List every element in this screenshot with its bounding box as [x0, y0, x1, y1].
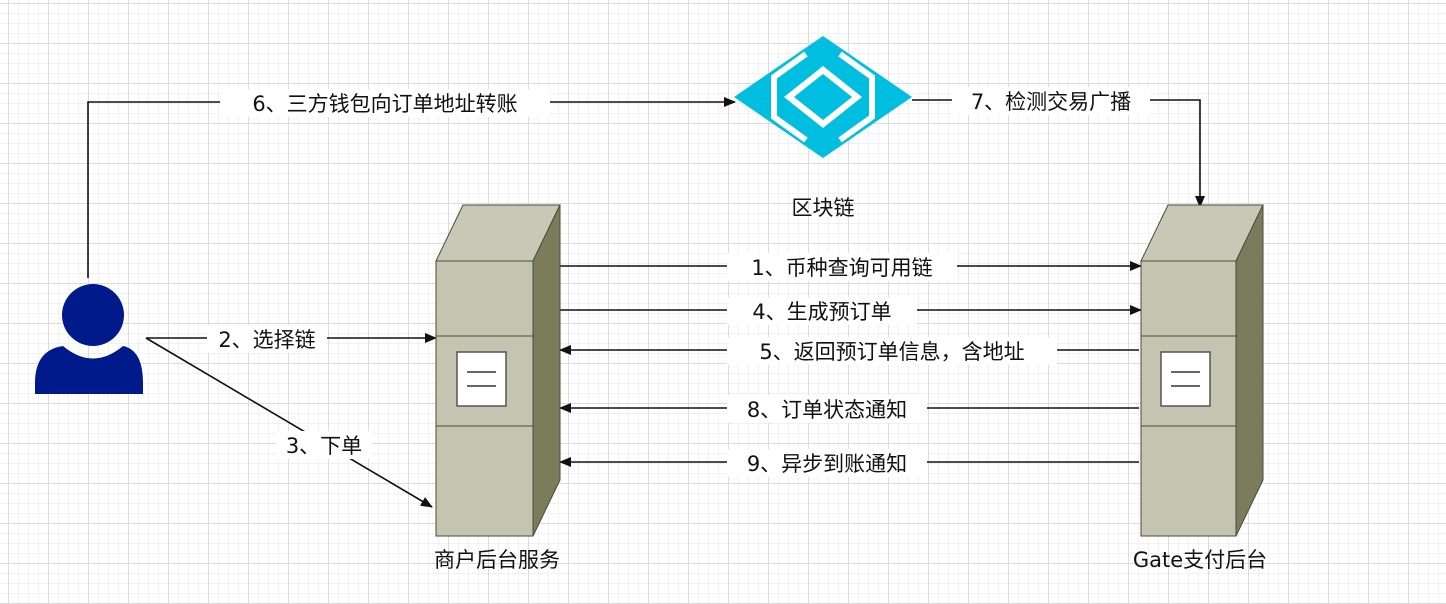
merchant-server-icon: [435, 204, 561, 537]
edge-label-7: 7、检测交易广播: [952, 87, 1150, 115]
edge-label-9: 9、异步到账通知: [727, 449, 927, 477]
edge-label-3: 3、下单: [276, 431, 372, 459]
edge-label-5: 5、返回预订单信息，含地址: [727, 337, 1057, 365]
gate-server-icon: [1140, 204, 1264, 537]
edge-label-9-text: 9、异步到账通知: [747, 452, 907, 476]
edge-label-6: 6、三方钱包向订单地址转账: [220, 89, 550, 117]
edge-label-4-text: 4、生成预订单: [752, 300, 891, 324]
edge-label-5-text: 5、返回预订单信息，含地址: [759, 340, 1024, 364]
gate-label: Gate支付后台: [1133, 548, 1267, 572]
edge-label-8-text: 8、订单状态通知: [747, 398, 907, 422]
blockchain-diamond-icon: [734, 36, 912, 158]
merchant-label: 商户后台服务: [434, 548, 560, 572]
edge-label-2-text: 2、选择链: [218, 328, 315, 352]
edge-label-3-text: 3、下单: [286, 434, 362, 458]
edge-detect-broadcast: [912, 99, 1205, 208]
edge-label-8: 8、订单状态通知: [727, 395, 927, 423]
edge-label-4: 4、生成预订单: [727, 297, 917, 325]
edge-label-2: 2、选择链: [207, 325, 327, 353]
edge-label-1: 1、币种查询可用链: [727, 253, 957, 281]
edge-label-6-text: 6、三方钱包向订单地址转账: [252, 92, 517, 116]
edge-label-1-text: 1、币种查询可用链: [751, 256, 932, 280]
user-icon: [35, 284, 143, 394]
edge-wallet-transfer: [87, 97, 736, 278]
blockchain-label: 区块链: [792, 196, 855, 220]
edge-label-7-text: 7、检测交易广播: [971, 90, 1131, 114]
edge-place-order: [145, 337, 433, 508]
